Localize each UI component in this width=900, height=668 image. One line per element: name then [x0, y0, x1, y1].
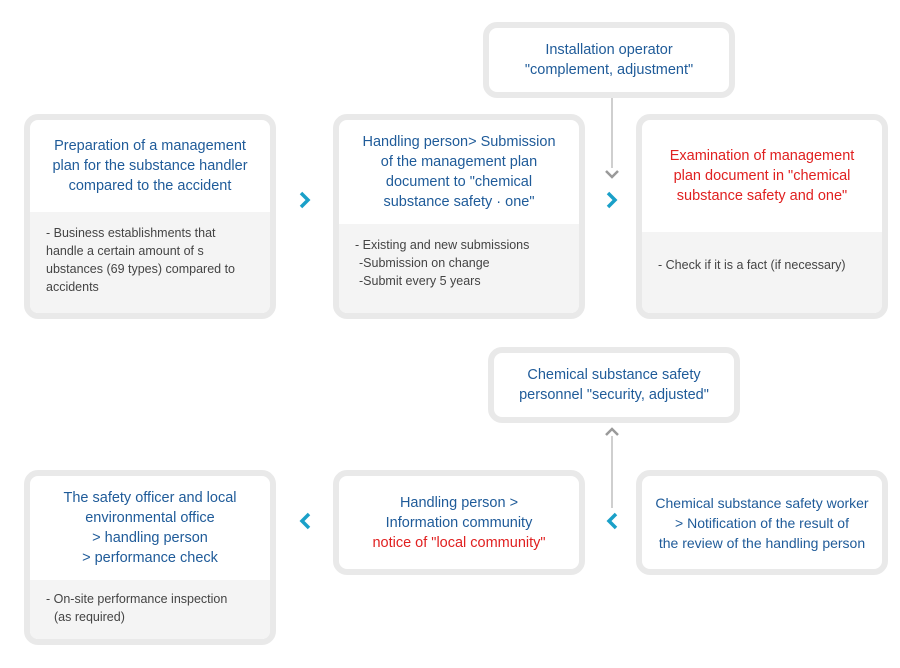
chevron-down-icon: [605, 170, 619, 179]
box6-title-line-1: The safety officer and local: [63, 490, 237, 506]
chevron-left-icon: [606, 512, 618, 530]
box2-title-line-3: document to "chemical: [385, 174, 533, 190]
box2-details: - Existing and new submissions -Submissi…: [339, 224, 579, 313]
chevron-left-icon: [299, 512, 311, 530]
chevron-right-icon: [299, 191, 311, 209]
box1-details: - Business establishments that handle a …: [30, 212, 270, 313]
box6-title-line-3: > handling person: [92, 530, 208, 546]
box2-title-line-2: of the management plan: [380, 154, 538, 170]
box1-title-line-2: plan for the substance handler: [52, 158, 248, 174]
personnel-line-1: Chemical substance safety: [527, 367, 701, 383]
personnel-line-2: personnel "security, adjusted": [519, 387, 709, 403]
box5-title: Handling person > Information community …: [339, 476, 579, 569]
box6-title-line-4: > performance check: [82, 550, 218, 566]
chevron-right-icon: [606, 191, 618, 209]
box5-title-line-2: Information community: [385, 514, 533, 531]
personnel-connector-line: [611, 436, 613, 508]
operator-connector-line: [611, 98, 613, 168]
box2-title-line-1: Handling person> Submission: [362, 134, 556, 150]
box1-title-line-3: compared to the accident: [68, 178, 232, 194]
plan-examination-box: Examination of management plan document …: [636, 114, 888, 319]
box1-detail-1: - Business establishments that: [46, 226, 216, 240]
installation-operator-box: Installation operator "complement, adjus…: [483, 22, 735, 98]
operator-line-1: Installation operator: [545, 42, 673, 58]
box3-title-line-3: substance safety and one": [676, 188, 848, 204]
box6-title: The safety officer and local environment…: [30, 476, 270, 580]
box5-title-line-red: notice of "local community": [372, 534, 546, 551]
box4-title-line-3: the review of the handling person: [658, 534, 866, 551]
box2-detail-1: - Existing and new submissions: [355, 238, 530, 252]
safety-personnel-box: Chemical substance safety personnel "sec…: [488, 347, 740, 423]
box3-title-line-1: Examination of management: [669, 148, 855, 164]
box6-details: - On-site performance inspection (as req…: [30, 580, 270, 639]
review-result-notification-box: Chemical substance safety worker > Notif…: [636, 470, 888, 575]
box3-title: Examination of management plan document …: [642, 120, 882, 232]
box1-detail-3: ubstances (69 types) compared to: [46, 262, 235, 276]
box2-title-line-4: substance safety · one": [383, 194, 535, 210]
box3-title-line-2: plan document in "chemical: [673, 168, 851, 184]
box6-detail-1: - On-site performance inspection: [46, 592, 228, 606]
management-plan-preparation-box: Preparation of a management plan for the…: [24, 114, 276, 319]
operator-line-2: "complement, adjustment": [524, 62, 694, 78]
box2-title: Handling person> Submission of the manag…: [339, 120, 579, 224]
box1-detail-2: handle a certain amount of s: [46, 244, 204, 258]
plan-submission-box: Handling person> Submission of the manag…: [333, 114, 585, 319]
box4-title-line-2: > Notification of the result of: [675, 514, 849, 531]
local-community-notice-box: Handling person > Information community …: [333, 470, 585, 575]
box4-title: Chemical substance safety worker > Notif…: [642, 476, 882, 569]
box5-title-line-1: Handling person >: [399, 494, 519, 511]
box4-title-line-1: Chemical substance safety worker: [655, 494, 869, 511]
box3-details: - Check if it is a fact (if necessary): [642, 232, 882, 313]
box2-detail-3: -Submit every 5 years: [359, 274, 481, 288]
box3-detail-1: - Check if it is a fact (if necessary): [658, 258, 846, 272]
box1-title-line-1: Preparation of a management: [54, 138, 246, 154]
performance-check-box: The safety officer and local environment…: [24, 470, 276, 645]
box1-title: Preparation of a management plan for the…: [30, 120, 270, 212]
box6-detail-2: (as required): [54, 610, 125, 624]
box2-detail-2: -Submission on change: [359, 256, 490, 270]
chevron-up-icon: [605, 427, 619, 436]
box6-title-line-2: environmental office: [85, 510, 215, 526]
box1-detail-4: accidents: [46, 280, 99, 294]
